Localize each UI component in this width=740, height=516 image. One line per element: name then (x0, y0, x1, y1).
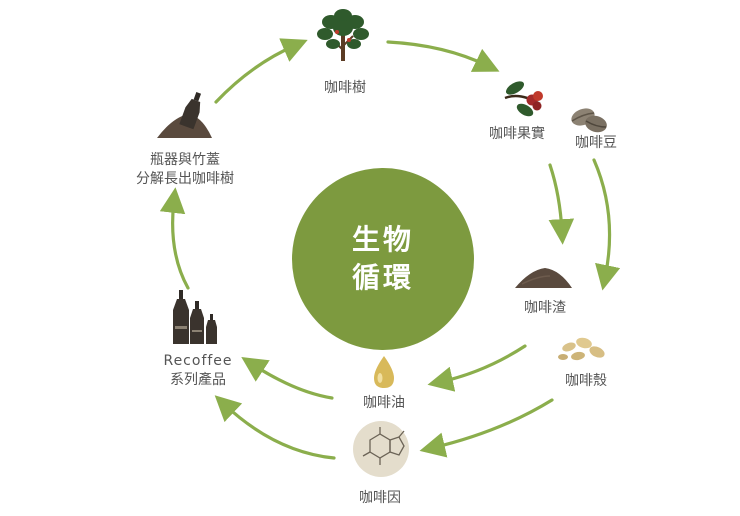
label-coffee-oil: 咖啡油 (363, 395, 405, 411)
arrow-oil-to-recoffee (241, 357, 334, 400)
label-decompose: 瓶器與竹蓋 分解長出咖啡樹 (120, 151, 250, 189)
arrow-bean-to-husk (592, 158, 621, 291)
label-recoffee-line1: Recoffee (163, 353, 233, 369)
arrow-decompose-to-tree (214, 38, 308, 104)
buried-bottle-icon (157, 92, 212, 138)
arrow-recoffee-to-decompose (159, 187, 190, 290)
label-coffee-grounds: 咖啡渣 (524, 300, 566, 316)
arrow-husk-to-caffeine (419, 398, 554, 458)
arrow-tree-to-cherry (386, 40, 500, 72)
arrow-grounds-to-oil (427, 344, 527, 392)
caffeine-molecule-icon (353, 421, 409, 477)
tree-icon (317, 9, 369, 61)
oil-drop-icon (374, 356, 394, 388)
arrow-caffeine-to-recoffee (214, 395, 336, 460)
label-decompose-line1: 瓶器與竹蓋 (150, 152, 220, 168)
center-title-line1: 生物 (351, 223, 414, 256)
center-title-line2: 循環 (351, 261, 414, 294)
arrow-cherry-to-grounds (548, 163, 575, 245)
label-recoffee: Recoffee 系列產品 (150, 352, 246, 390)
label-recoffee-line2: 系列產品 (170, 372, 226, 388)
label-coffee-husk: 咖啡殼 (565, 373, 607, 389)
label-decompose-line2: 分解長出咖啡樹 (136, 171, 234, 187)
husk-icon (558, 337, 605, 361)
label-coffee-cherry: 咖啡果實 (489, 126, 545, 142)
coffee-bean-icon (571, 108, 607, 133)
grounds-pile-icon (515, 268, 572, 288)
coffee-cherry-icon (504, 81, 543, 117)
label-caffeine: 咖啡因 (359, 490, 401, 506)
center-title-circle: 生物 循環 (292, 168, 474, 350)
bottles-icon (173, 290, 217, 344)
label-coffee-bean: 咖啡豆 (575, 135, 617, 151)
label-coffee-tree: 咖啡樹 (324, 80, 366, 96)
